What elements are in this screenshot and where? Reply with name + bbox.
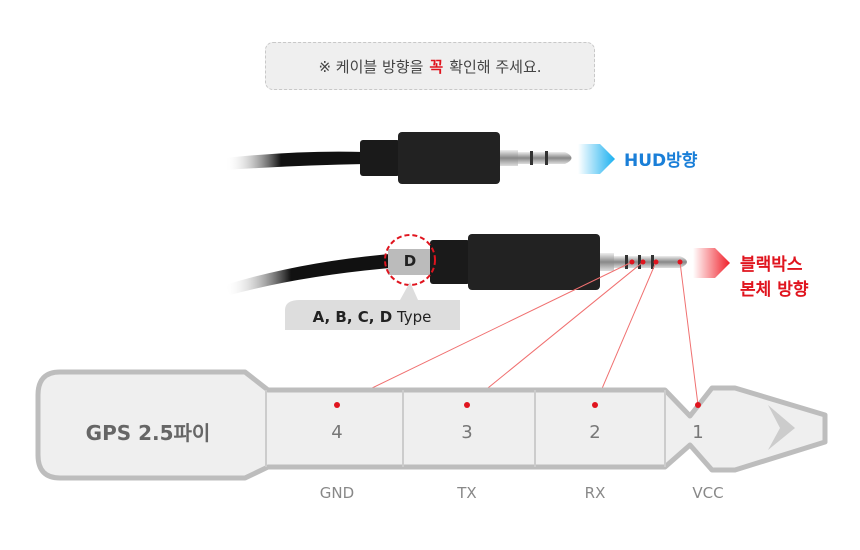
type-label: A, B, C, D Type [313,308,432,326]
blackbox-arrow-icon [693,248,730,278]
jack-title: GPS 2.5파이 [86,421,211,445]
pin-lines [336,261,699,406]
hud-direction-label: HUD방향 [624,150,698,171]
notice-banner: ※ 케이블 방향을 꼭 확인해 주세요. [265,42,595,90]
hud-cable [225,132,572,184]
pin-number: 4 [331,422,342,443]
type-label-bold: A, B, C, D [313,308,393,326]
jack-schematic [35,369,828,481]
notice-suffix: 확인해 주세요. [449,57,542,76]
direction-chevron-icon [768,405,795,450]
pin-number: 1 [692,422,703,443]
plug-contact-dots [629,259,683,265]
type-callout [285,282,460,330]
blackbox-direction-line2: 본체 방향 [740,279,809,300]
type-label-suffix: Type [396,308,431,326]
pin-name: GND [320,484,354,502]
type-marker-highlight [384,234,436,286]
hud-arrow-icon [578,144,615,174]
pin-number: 2 [589,422,600,443]
blackbox-direction-line1: 블랙박스 [740,255,803,275]
type-marker: D [404,252,416,270]
notice-emphasis: 꼭 [429,57,444,76]
pin-name: TX [456,484,476,502]
pin-name: VCC [692,484,723,502]
notice-prefix: ※ 케이블 방향을 [318,57,424,76]
pin-name: RX [585,484,606,502]
blackbox-cable [225,234,687,295]
pin-number: 3 [461,422,472,443]
pin-dots [334,402,701,408]
